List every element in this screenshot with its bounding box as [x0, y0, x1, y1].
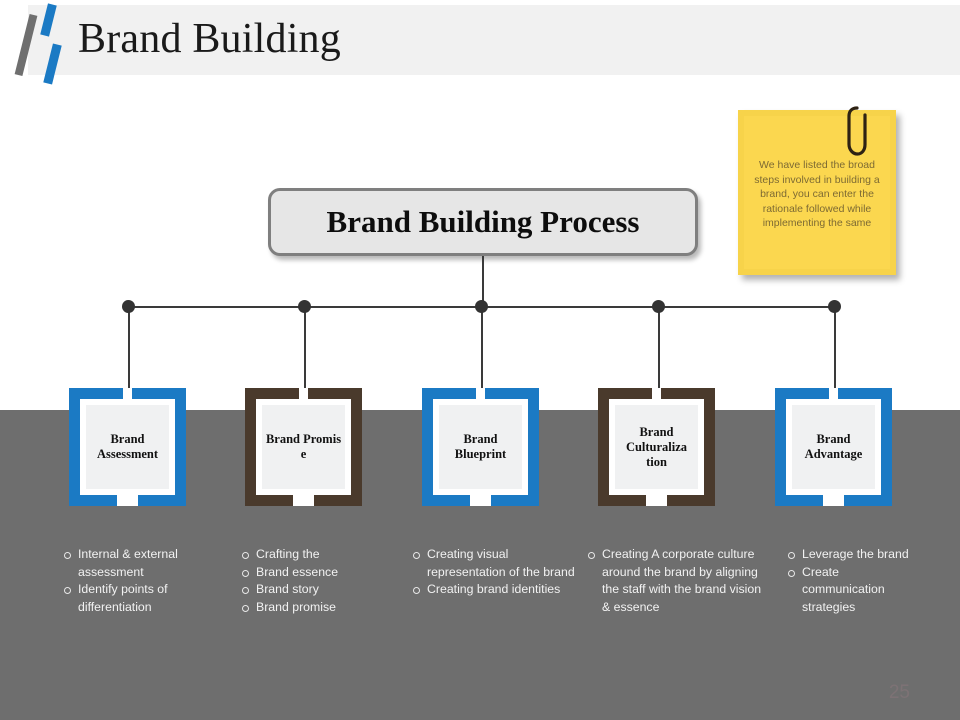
frame-edge-right [175, 388, 186, 506]
step-inner-panel: Brand Culturaliza tion [615, 405, 698, 489]
frame-edge-right [881, 388, 892, 506]
frame-edge-bottom-left [422, 495, 470, 506]
bullet-item: Creating A corporate culture around the … [586, 546, 766, 616]
process-title-label: Brand Building Process [326, 204, 640, 239]
bullet-item: Brand promise [240, 599, 400, 617]
connector-drop-4 [658, 306, 660, 390]
frame-edge-top-left [775, 388, 829, 399]
bullet-item: Creating brand identities [411, 581, 581, 599]
step-label: Brand Blueprint [454, 432, 507, 461]
paperclip-icon [847, 106, 867, 156]
connector-drop-5 [834, 306, 836, 390]
connector-dot-2 [298, 300, 312, 313]
sticky-note: We have listed the broad steps involved … [738, 106, 896, 275]
bullet-column-3: Creating visual representation of the br… [411, 546, 581, 599]
bullet-item: Crafting the [240, 546, 400, 564]
bullet-item: Identify points of differentiation [62, 581, 222, 616]
bullet-item: Brand story [240, 581, 400, 599]
step-box-brand-culturalization[interactable]: Brand Culturaliza tion [598, 388, 715, 506]
frame-edge-top-left [422, 388, 476, 399]
step-label: Brand Culturaliza tion [625, 424, 688, 469]
frame-edge-left [245, 388, 256, 506]
step-box-brand-assessment[interactable]: Brand Assessment [69, 388, 186, 506]
step-label: Brand Advantage [804, 432, 863, 461]
step-inner-panel: Brand Advantage [792, 405, 875, 489]
frame-edge-top-left [598, 388, 652, 399]
frame-edge-right [704, 388, 715, 506]
bullet-item: Creating visual representation of the br… [411, 546, 581, 581]
step-inner-panel: Brand Assessment [86, 405, 169, 489]
connector-dot-5 [828, 300, 842, 313]
connector-drop-3 [481, 306, 483, 390]
logo-bar-blue-bottom [43, 43, 62, 85]
frame-edge-bottom-left [598, 495, 646, 506]
slanted-bars-logo-icon [8, 2, 72, 86]
frame-edge-bottom-right [844, 495, 892, 506]
connector-drop-1 [128, 306, 130, 390]
connector-drop-2 [304, 306, 306, 390]
frame-edge-bottom-left [775, 495, 823, 506]
bullet-column-4: Creating A corporate culture around the … [586, 546, 766, 616]
bullet-list: Creating A corporate culture around the … [586, 546, 766, 616]
frame-edge-top-right [838, 388, 892, 399]
step-box-brand-blueprint[interactable]: Brand Blueprint [422, 388, 539, 506]
step-box-brand-promise[interactable]: Brand Promis e [245, 388, 362, 506]
frame-edge-bottom-right [667, 495, 715, 506]
frame-edge-bottom-right [138, 495, 186, 506]
frame-edge-top-right [308, 388, 362, 399]
connector-dot-3 [475, 300, 489, 313]
step-inner-panel: Brand Blueprint [439, 405, 522, 489]
frame-edge-bottom-left [69, 495, 117, 506]
frame-edge-top-left [69, 388, 123, 399]
frame-edge-left [69, 388, 80, 506]
step-inner-panel: Brand Promis e [262, 405, 345, 489]
frame-edge-bottom-left [245, 495, 293, 506]
frame-edge-top-right [132, 388, 186, 399]
page-title: Brand Building [78, 16, 341, 62]
bullet-item: Leverage the brand [786, 546, 916, 564]
frame-edge-bottom-right [491, 495, 539, 506]
frame-edge-top-left [245, 388, 299, 399]
connector-stem [482, 256, 484, 307]
frame-edge-right [351, 388, 362, 506]
frame-edge-left [598, 388, 609, 506]
bullet-item: Internal & external assessment [62, 546, 222, 581]
page-number: 25 [888, 682, 910, 703]
frame-edge-left [775, 388, 786, 506]
frame-edge-top-right [485, 388, 539, 399]
process-title-box[interactable]: Brand Building Process [268, 188, 698, 256]
step-box-brand-advantage[interactable]: Brand Advantage [775, 388, 892, 506]
logo-bar-blue-top [40, 3, 57, 37]
logo-bar-gray [14, 13, 38, 77]
connector-dot-1 [122, 300, 136, 313]
bullet-list: Creating visual representation of the br… [411, 546, 581, 599]
frame-edge-bottom-right [314, 495, 362, 506]
header-band [28, 5, 960, 75]
step-label: Brand Promis e [265, 432, 342, 461]
frame-edge-right [528, 388, 539, 506]
bullet-item: Brand essence [240, 564, 400, 582]
bullet-item: Create communication strategies [786, 564, 916, 617]
sticky-note-text: We have listed the broad steps involved … [754, 159, 880, 229]
frame-edge-left [422, 388, 433, 506]
connector-dot-4 [652, 300, 666, 313]
step-label: Brand Assessment [96, 432, 159, 461]
frame-edge-top-right [661, 388, 715, 399]
